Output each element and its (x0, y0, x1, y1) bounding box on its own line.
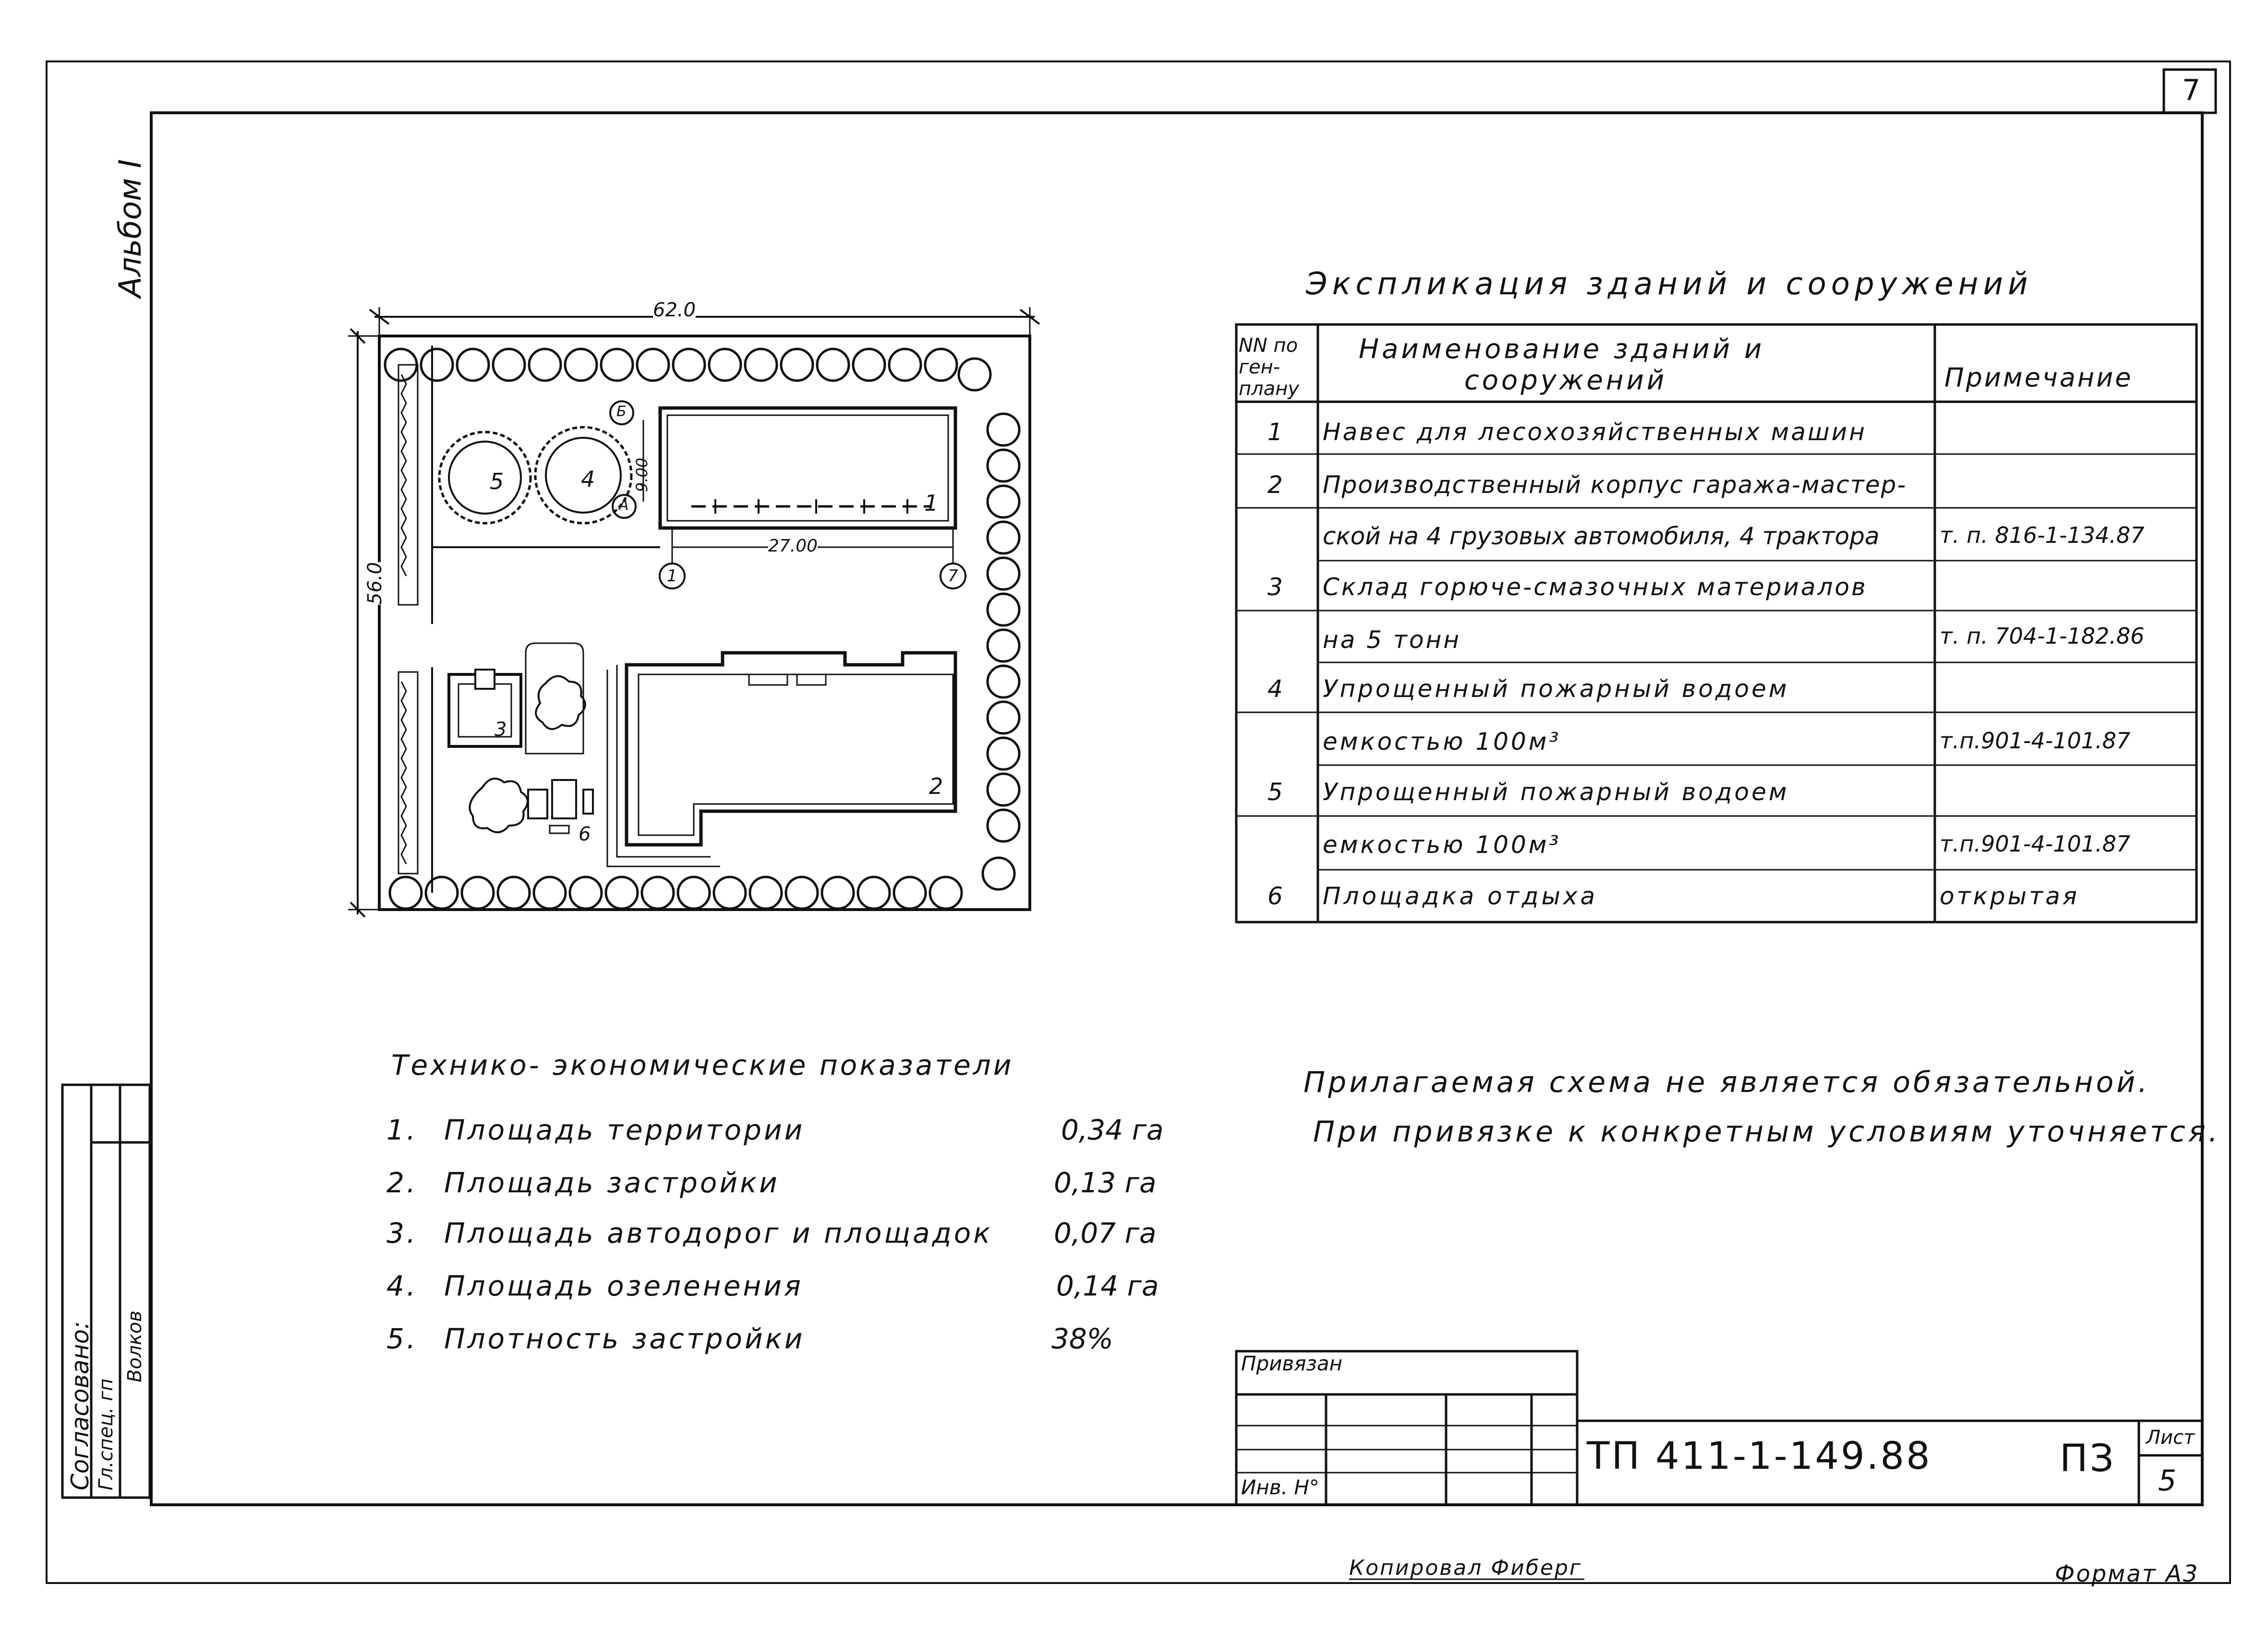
indicator-5-label: Плотность застройки (444, 1322, 805, 1355)
row-5b-note: т.п.901-4-101.87 (1940, 831, 2131, 857)
approval-title: Согласовано: (66, 1321, 94, 1490)
header-num-3: плану (1239, 378, 1300, 400)
axis-7: 7 (948, 566, 958, 586)
header-note: Примечание (1944, 362, 2133, 393)
indicator-4-n: 4. (386, 1270, 418, 1302)
row-3b-name: на 5 тонн (1323, 626, 1461, 654)
row-2-num: 2 (1267, 471, 1283, 499)
copied-by: Копировал Фиберг (1349, 1556, 1582, 1580)
row-1-num: 1 (1267, 418, 1283, 446)
row-3b-note: т. п. 704-1-182.86 (1940, 623, 2145, 649)
explication-table (1235, 323, 2198, 924)
row-2b-name: ской на 4 грузовых автомобиля, 4 трактор… (1323, 522, 1880, 550)
building-label-2: 2 (929, 773, 943, 799)
indicator-5-value: 38% (1051, 1322, 1113, 1355)
axis-a: А (619, 497, 629, 514)
paper-format: Формат А3 (2055, 1560, 2199, 1587)
approval-stamp (61, 1083, 151, 1499)
indicator-3-n: 3. (386, 1217, 418, 1249)
note-line-2: При привязке к конкретным условиям уточн… (1313, 1115, 2221, 1149)
site-plan (348, 307, 1040, 918)
indicator-5-n: 5. (386, 1322, 418, 1355)
row-4b-note: т.п.901-4-101.87 (1940, 728, 2131, 754)
indicator-3-label: Площадь автодорог и площадок (444, 1217, 993, 1249)
approval-role: Гл.спец. гп (95, 1378, 117, 1490)
dim-axes: 27.00 (768, 536, 818, 556)
row-1-name: Навес для лесохозяйственных машин (1323, 418, 1867, 446)
building-label-1: 1 (924, 490, 939, 516)
row-6-num: 6 (1267, 882, 1283, 910)
sheet-label: Лист (2146, 1427, 2195, 1449)
row-4-name: Упрощенный пожарный водоем (1323, 675, 1789, 703)
building-label-4: 4 (581, 466, 595, 492)
row-3-name: Склад горюче-смазочных материалов (1323, 573, 1868, 601)
album-label: Альбом I (113, 159, 148, 298)
inv-label: Инв. Н° (1241, 1476, 1319, 1499)
approval-name: Волков (124, 1310, 146, 1382)
row-2-name: Производственный корпус гаража-мастер- (1323, 471, 1907, 499)
building-label-6: 6 (579, 823, 591, 845)
building-label-3: 3 (495, 719, 507, 741)
indicator-2-n: 2. (386, 1166, 418, 1199)
row-5-name: Упрощенный пожарный водоем (1323, 778, 1789, 806)
row-6-note: открытая (1940, 882, 2079, 910)
row-4b-name: емкостью 100м³ (1323, 728, 1561, 756)
dim-height: 56.0 (364, 562, 386, 605)
sheet-number: 5 (2158, 1464, 2177, 1498)
tree-row (384, 348, 1021, 910)
indicators-title: Технико- экономические показатели (391, 1049, 1014, 1081)
dim-depth: 9.00 (633, 457, 651, 492)
header-name-2: сооружений (1464, 365, 1667, 396)
axis-1: 1 (667, 566, 677, 586)
page-number-box (2162, 68, 2217, 114)
header-name-1: Наименование зданий и (1359, 334, 1765, 365)
row-5b-name: емкостью 100м³ (1323, 831, 1561, 859)
row-5-num: 5 (1267, 778, 1283, 806)
note-line-1: Прилагаемая схема не является обязательн… (1303, 1066, 2150, 1099)
row-2b-note: т. п. 816-1-134.87 (1940, 522, 2145, 548)
title-block (1235, 1350, 2202, 1506)
document-type: ПЗ (2060, 1437, 2116, 1480)
indicator-3-value: 0,07 га (1054, 1217, 1157, 1249)
linked-label: Привязан (1241, 1352, 1343, 1375)
row-4-num: 4 (1267, 675, 1283, 703)
building-label-5: 5 (490, 468, 504, 494)
header-num-1: NN по (1239, 335, 1298, 357)
row-3-num: 3 (1267, 573, 1283, 601)
header-num-2: ген- (1239, 356, 1280, 378)
explication-title: Экспликация зданий и сооружений (1306, 266, 2033, 302)
indicator-1-label: Площадь территории (444, 1114, 805, 1146)
page-number: 7 (2182, 73, 2201, 107)
axis-b: Б (616, 403, 627, 420)
indicator-4-label: Площадь озеленения (444, 1270, 803, 1302)
indicator-2-label: Площадь застройки (444, 1166, 780, 1199)
document-code: ТП 411-1-149.88 (1587, 1435, 1932, 1478)
indicator-1-value: 0,34 га (1061, 1114, 1164, 1146)
indicator-4-value: 0,14 га (1056, 1270, 1159, 1302)
indicator-2-value: 0,13 га (1054, 1166, 1157, 1199)
inner-frame (150, 111, 2204, 1506)
dim-width: 62.0 (653, 299, 696, 321)
row-6-name: Площадка отдыха (1323, 882, 1598, 910)
indicator-1-n: 1. (386, 1114, 418, 1146)
